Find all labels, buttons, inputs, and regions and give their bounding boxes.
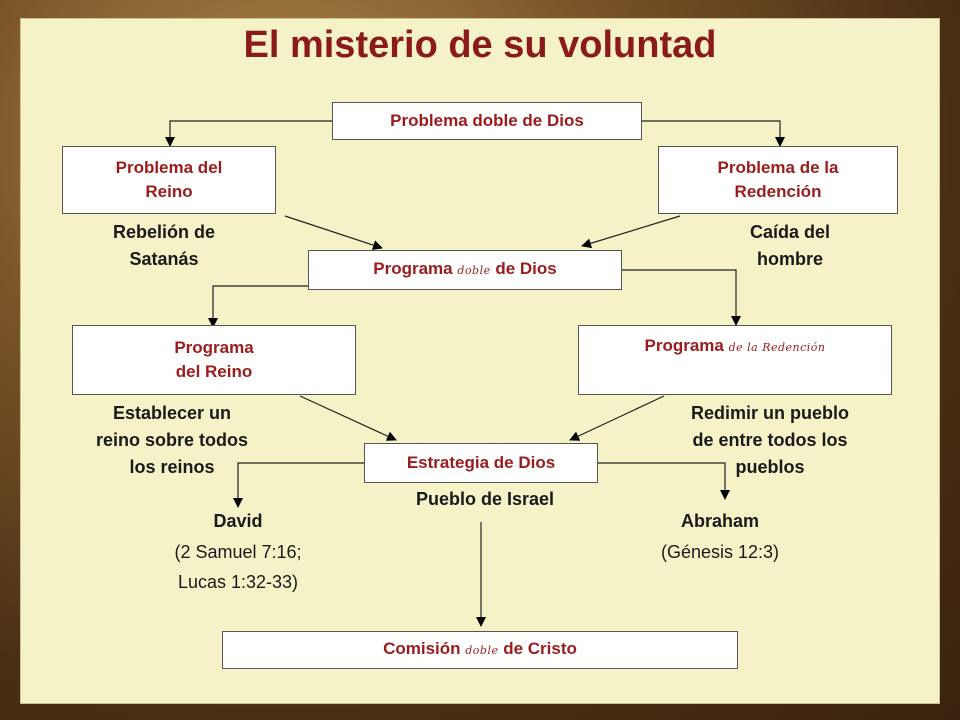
- label-pueblo-israel: Pueblo de Israel: [370, 486, 600, 513]
- label-redimir-line2: de entre todos los: [692, 430, 848, 450]
- label-pueblo-israel-text: Pueblo de Israel: [415, 489, 555, 509]
- box-estrategia: Estrategia de Dios: [364, 443, 598, 483]
- box-problema-doble: Problema doble de Dios: [332, 102, 642, 140]
- programa-doble-part-c: de Dios: [490, 259, 557, 278]
- label-david-text: David: [213, 511, 263, 531]
- box-programa-reino-line2: del Reino: [175, 362, 253, 381]
- label-abraham: Abraham: [620, 508, 820, 535]
- box-programa-redencion-label: Programa de la Redención: [644, 334, 825, 360]
- box-problema-reino-line2: Reino: [145, 182, 193, 201]
- label-caida-line1: Caída del: [749, 222, 831, 242]
- arrow-reino-to-programa: [284, 215, 383, 250]
- box-comision-label: Comisión doble de Cristo: [383, 637, 577, 663]
- arrow-to-programa-reino: [208, 285, 308, 328]
- box-programa-reino-line1: Programa: [174, 338, 254, 357]
- box-programa-doble-label: Programa doble de Dios: [373, 257, 556, 283]
- arrow-programa-redencion-to-estrategia: [569, 395, 665, 441]
- arrow-to-david: [233, 462, 364, 508]
- programa-redencion-part-b: de la Redención: [728, 341, 826, 354]
- box-comision: Comisión doble de Cristo: [222, 631, 738, 669]
- ref-abraham-text: (Génesis 12:3): [660, 542, 780, 562]
- label-redimir-line3: pueblos: [735, 457, 805, 477]
- label-redimir: Redimir un pueblo de entre todos los pue…: [640, 400, 900, 481]
- label-david: David: [138, 508, 338, 535]
- comision-part-b: doble: [465, 644, 499, 657]
- box-problema-reino-line1: Problema del: [115, 158, 223, 177]
- programa-redencion-part-a: Programa: [644, 336, 729, 355]
- label-redimir-line1: Redimir un pueblo: [690, 403, 849, 423]
- label-caida-line2: hombre: [756, 249, 823, 269]
- arrow-programa-reino-to-estrategia: [299, 395, 397, 441]
- label-rebelion: Rebelión de Satanás: [64, 219, 264, 273]
- arrow-to-problema-reino: [165, 120, 332, 147]
- box-problema-reino: Problema del Reino: [62, 146, 276, 214]
- label-establecer-line3: los reinos: [129, 457, 215, 477]
- label-caida: Caída del hombre: [690, 219, 890, 273]
- ref-david-line1: (2 Samuel 7:16;: [174, 542, 302, 562]
- label-establecer: Establecer un reino sobre todos los rein…: [52, 400, 292, 481]
- ref-abraham: (Génesis 12:3): [600, 537, 840, 567]
- arrow-to-problema-redencion: [642, 120, 785, 147]
- arrow-to-abraham: [598, 462, 730, 500]
- box-problema-redencion: Problema de la Redención: [658, 146, 898, 214]
- label-rebelion-line2: Satanás: [129, 249, 199, 269]
- label-rebelion-line1: Rebelión de: [112, 222, 215, 242]
- programa-doble-part-a: Programa: [373, 259, 458, 278]
- arrow-redencion-to-programa: [581, 215, 681, 249]
- ref-david-line2: Lucas 1:32-33): [177, 572, 299, 592]
- comision-part-a: Comisión: [383, 639, 466, 658]
- box-programa-redencion: Programa de la Redención: [578, 325, 892, 395]
- box-estrategia-label: Estrategia de Dios: [406, 453, 556, 472]
- box-programa-reino: Programa del Reino: [72, 325, 356, 395]
- arrow-to-programa-redencion: [622, 269, 741, 326]
- label-abraham-text: Abraham: [680, 511, 760, 531]
- slide-title: El misterio de su voluntad: [243, 24, 717, 66]
- ref-david: (2 Samuel 7:16; Lucas 1:32-33): [118, 537, 358, 597]
- box-problema-redencion-line1: Problema de la: [717, 158, 839, 177]
- programa-doble-part-b: doble: [457, 264, 491, 277]
- box-problema-redencion-line2: Redención: [734, 182, 822, 201]
- label-establecer-line1: Establecer un: [112, 403, 232, 423]
- box-programa-doble: Programa doble de Dios: [308, 250, 622, 290]
- box-problema-doble-label: Problema doble de Dios: [390, 111, 584, 130]
- label-establecer-line2: reino sobre todos: [95, 430, 248, 450]
- comision-part-c: de Cristo: [498, 639, 577, 658]
